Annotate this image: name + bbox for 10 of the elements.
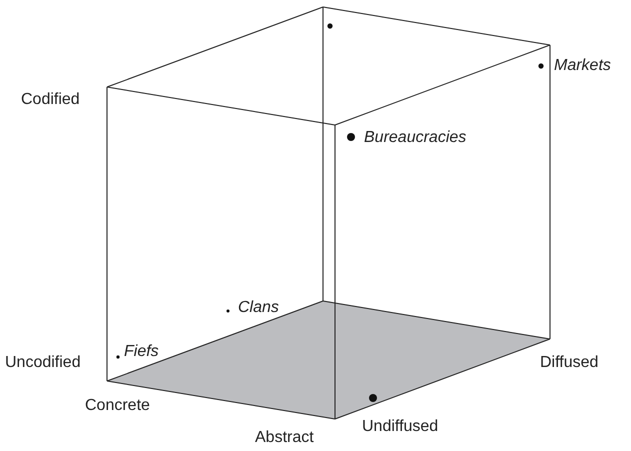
axis-label: Codified <box>21 91 80 109</box>
point-label: Bureaucracies <box>364 129 466 147</box>
point-label: Clans <box>238 299 279 317</box>
axis-label: Abstract <box>255 429 314 447</box>
point-label: Markets <box>554 57 611 75</box>
axis-label: Undiffused <box>362 418 438 436</box>
axis-label: Concrete <box>85 397 150 415</box>
point-label: Fiefs <box>124 343 159 361</box>
axis-label: Uncodified <box>5 354 81 372</box>
axis-label: Diffused <box>540 354 598 372</box>
